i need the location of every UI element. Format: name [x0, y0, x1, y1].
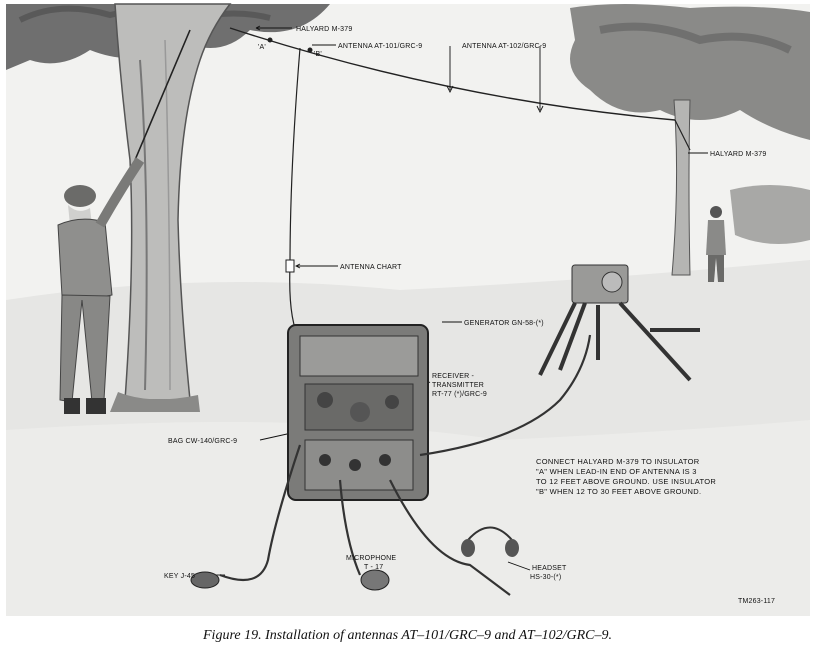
- antenna-102-wire: [229, 27, 676, 121]
- microphone: [360, 569, 390, 591]
- note-line4: "B" WHEN 12 TO 30 FEET ABOVE GROUND.: [536, 487, 701, 496]
- antenna-lead-in: [289, 47, 301, 341]
- key-j45: [190, 571, 220, 589]
- note-line1: CONNECT HALYARD M-379 TO INSULATOR: [536, 457, 700, 466]
- label-generator: GENERATOR GN-58-(*): [464, 320, 544, 327]
- cables: [219, 334, 592, 596]
- soldier-left: [57, 157, 145, 414]
- insulator-b-marker: [307, 47, 313, 53]
- label-receiver-line1: RECEIVER -: [432, 373, 475, 380]
- label-halyard-right: HALYARD M-379: [710, 151, 766, 158]
- halyard-right-line: [674, 119, 691, 151]
- radio-set: [287, 324, 429, 501]
- headset: [461, 526, 519, 557]
- left-tree: [6, 3, 330, 412]
- label-key: KEY J-45: [164, 573, 195, 580]
- label-headset-line1: HEADSET: [532, 565, 567, 572]
- right-tree: [570, 4, 810, 276]
- label-receiver-line3: RT-77 (*)/GRC-9: [432, 391, 487, 398]
- label-halyard-left: HALYARD M-379: [296, 26, 352, 33]
- ground-shading-2: [6, 420, 810, 616]
- note-line2: "A" WHEN LEAD-IN END OF ANTENNA IS 3: [536, 467, 697, 476]
- label-antenna-101: ANTENNA AT-101/GRC-9: [338, 43, 422, 50]
- label-receiver-line2: TRANSMITTER: [432, 382, 484, 389]
- label-microphone-line2: T - 17: [364, 564, 383, 571]
- antenna-chart-tag: [285, 259, 295, 273]
- antenna-wires: [134, 27, 691, 341]
- label-antenna-chart: ANTENNA CHART: [340, 264, 402, 271]
- label-microphone-line1: MICROPHONE: [346, 555, 396, 562]
- label-bag: BAG CW-140/GRC-9: [168, 438, 237, 445]
- generator: [538, 264, 700, 382]
- soldier-right: [706, 206, 726, 282]
- label-antenna-102: ANTENNA AT-102/GRC-9: [462, 43, 546, 50]
- label-headset-line2: HS-30-(*): [530, 574, 561, 581]
- label-insulator-b: 'B': [314, 51, 322, 58]
- plate-id: TM263-117: [738, 598, 775, 605]
- figure-caption: Figure 19. Installation of antennas AT–1…: [203, 628, 612, 643]
- note-line3: TO 12 FEET ABOVE GROUND. USE INSULATOR: [536, 477, 716, 486]
- label-insulator-a: 'A': [258, 44, 266, 51]
- insulator-a-marker: [267, 37, 273, 43]
- halyard-left-line: [134, 29, 191, 161]
